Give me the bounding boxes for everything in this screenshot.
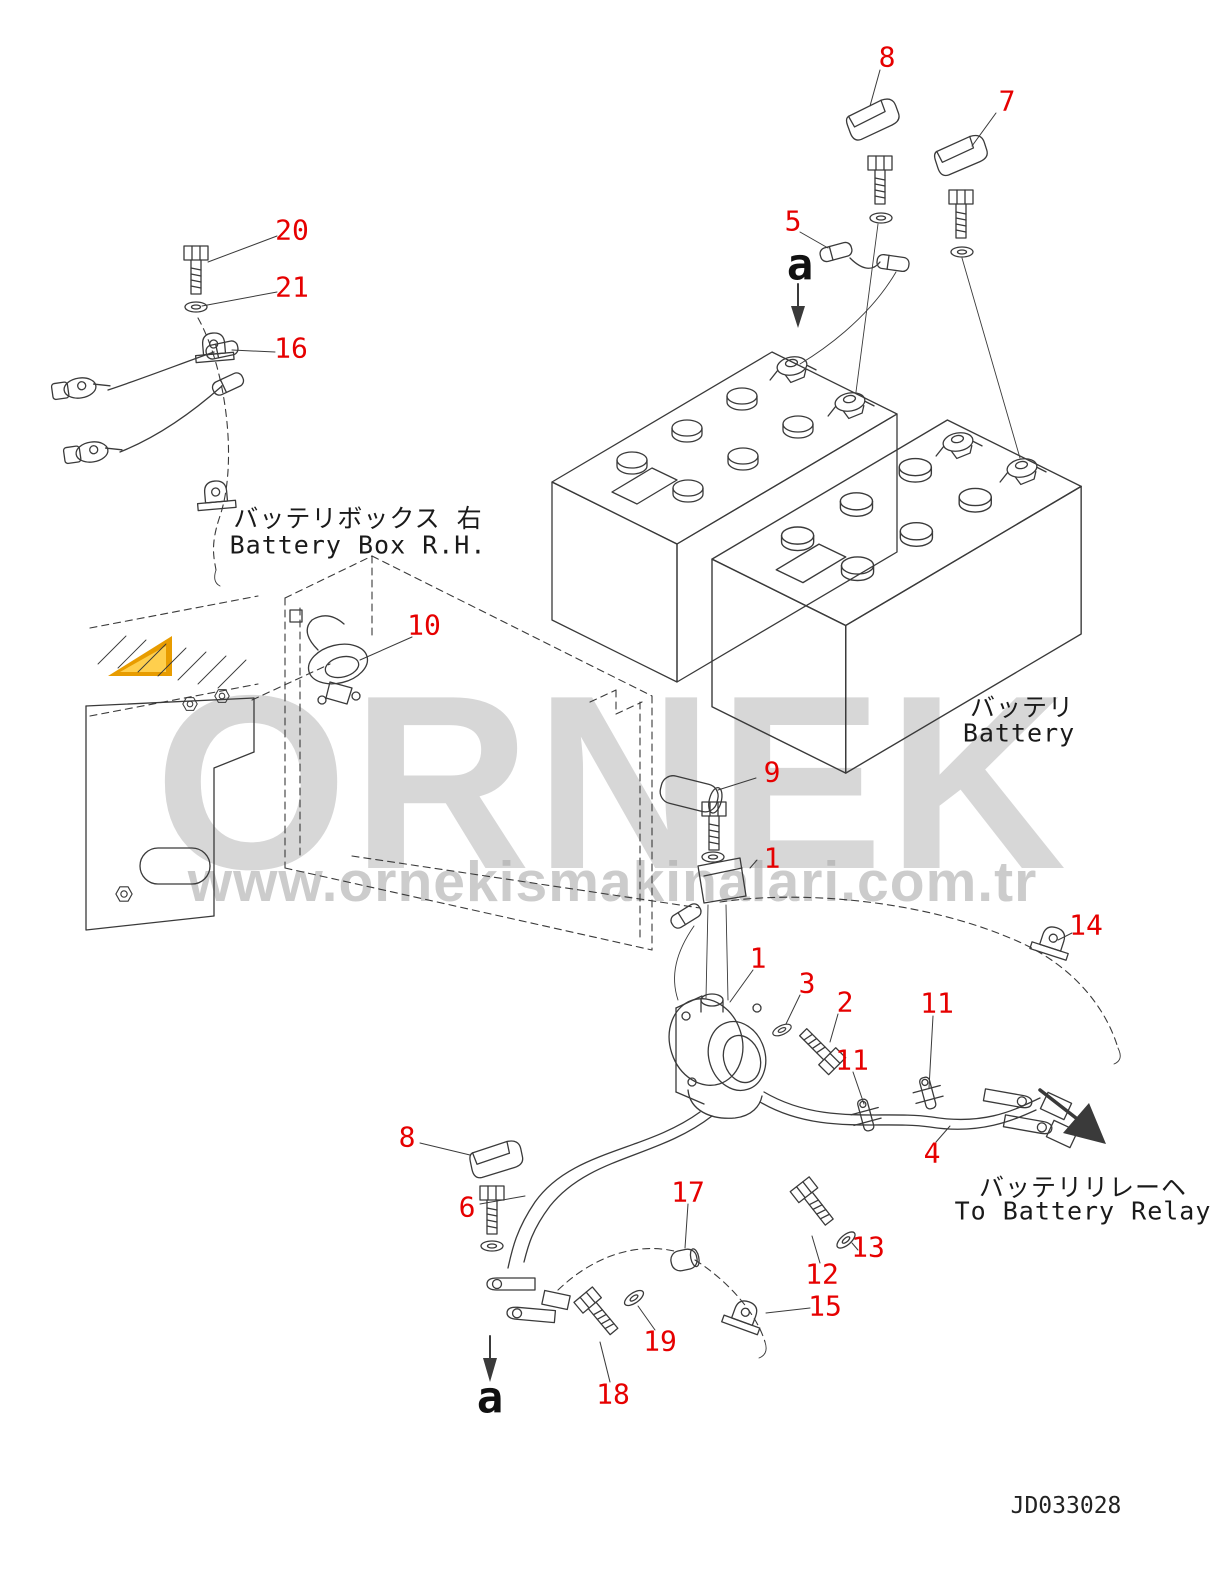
washer-part13 <box>833 1228 859 1252</box>
clamp-lower-left <box>195 478 237 512</box>
mounting-bracket <box>85 609 303 931</box>
cable-part6 <box>507 1111 713 1269</box>
sleeve-part17 <box>670 1248 700 1272</box>
terminal-cover-part8-top <box>842 95 904 393</box>
clamp-part16 <box>193 330 235 364</box>
relay-direction-arrow <box>1038 1088 1106 1144</box>
washer-part19 <box>621 1286 647 1310</box>
bolt-part12 <box>789 1176 840 1231</box>
cable-end-hook <box>1113 1047 1121 1065</box>
bolt-part20 <box>183 245 209 295</box>
leader-lines <box>201 69 1073 1383</box>
disconnect-switch-part1 <box>668 993 767 1119</box>
cable-part4 <box>759 1088 1079 1149</box>
clamp-part14 <box>1029 921 1076 961</box>
cable-end-hook <box>758 1341 767 1359</box>
ornek-logo-icon <box>108 636 172 676</box>
terminal-cover-part9 <box>659 775 723 814</box>
hatch-lines <box>97 635 247 689</box>
jumper-wire-part5 <box>799 240 911 365</box>
section-arrow-top <box>791 283 805 328</box>
terminal-cover-part8-bottom <box>467 1138 571 1324</box>
bolt-part2 <box>794 1023 847 1076</box>
section-arrow-bottom <box>483 1335 497 1382</box>
battery-box-outline <box>89 555 701 951</box>
battery-terminal-icon <box>824 388 877 423</box>
washer-part3 <box>770 1021 794 1039</box>
cable-clamp-part11 <box>909 1073 947 1113</box>
clamp-part15 <box>721 1294 768 1336</box>
washer-part21 <box>184 301 208 313</box>
battery-cable-clamps-left <box>50 339 247 465</box>
bolt-part18 <box>573 1286 624 1340</box>
battery-terminal-icon <box>996 454 1049 489</box>
cable-end-hook <box>214 569 221 587</box>
hidden-cable-runs <box>197 317 1119 1343</box>
terminal-cover-part7 <box>931 132 1021 459</box>
latch-part10 <box>306 615 369 705</box>
bolt-part1 <box>668 801 747 1001</box>
